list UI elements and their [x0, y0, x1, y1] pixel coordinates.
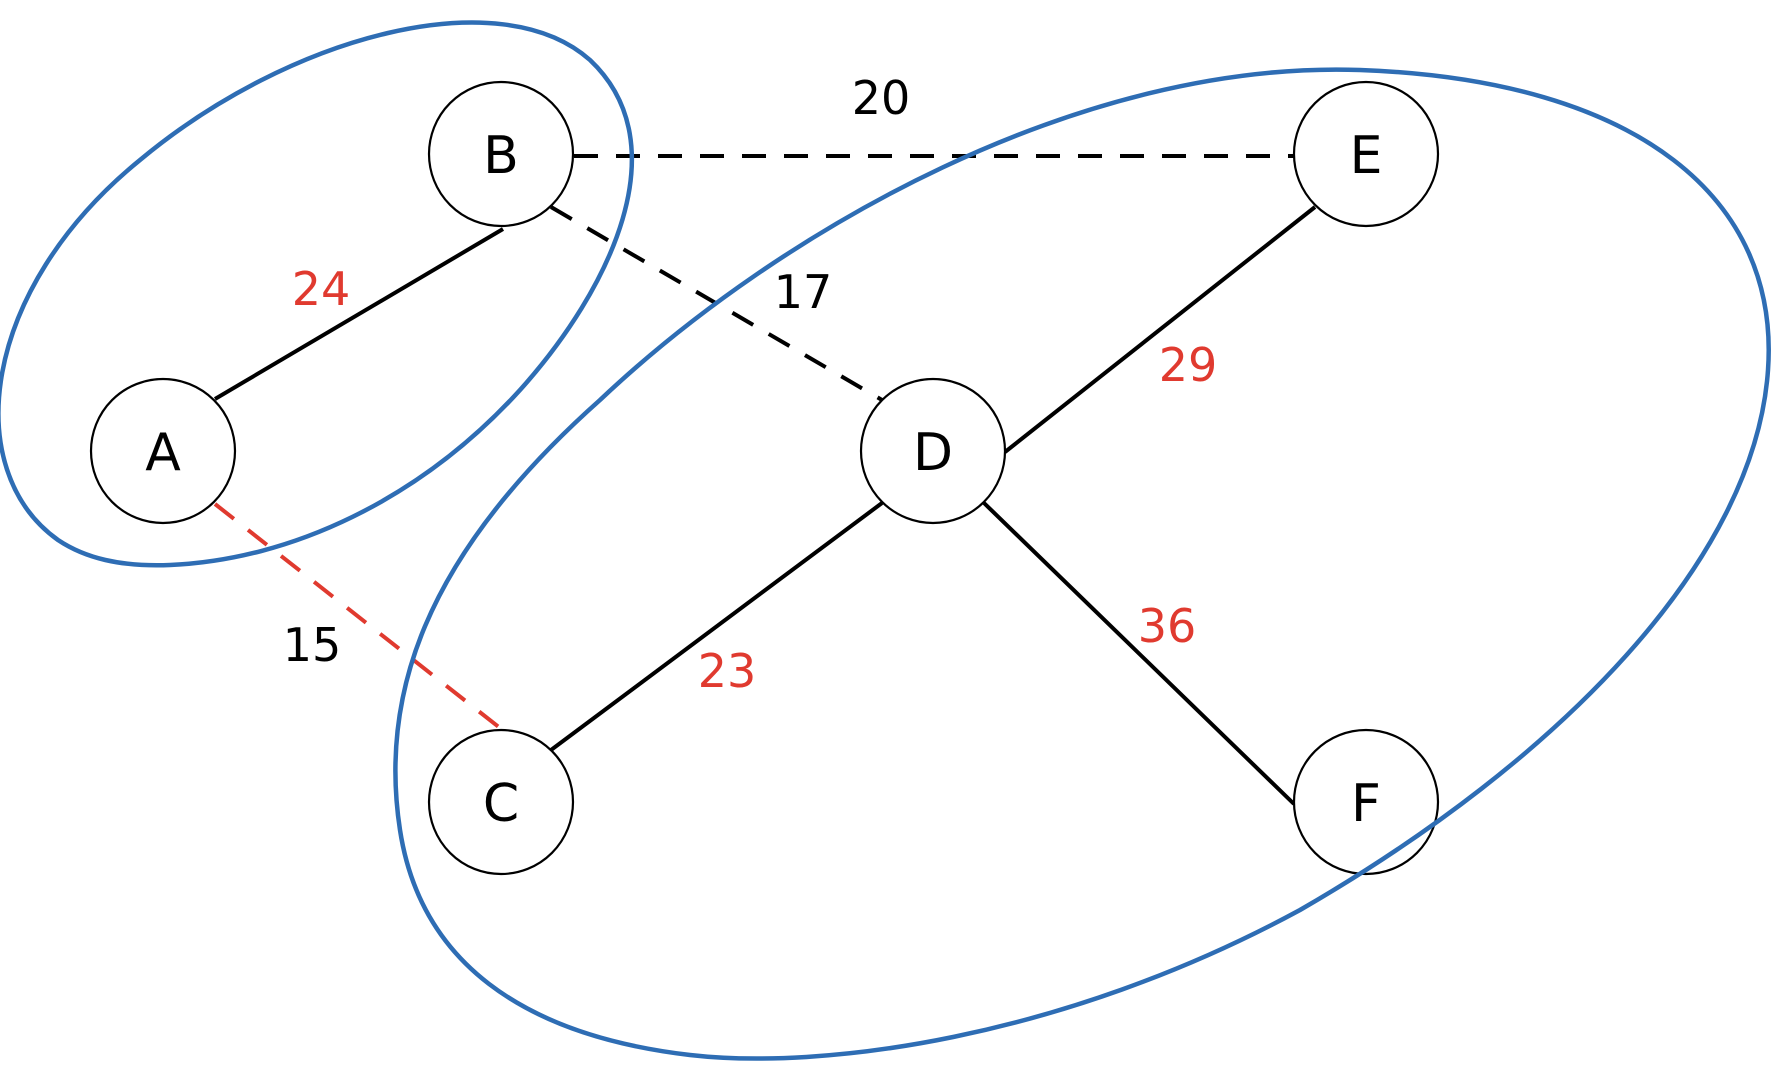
node-f: F: [1292, 728, 1440, 876]
edge-weight-a-b: 24: [292, 262, 351, 316]
node-e: E: [1292, 80, 1440, 228]
node-circle-d: [859, 377, 1007, 525]
node-label-b: B: [483, 126, 519, 186]
edge-c-d: [549, 501, 884, 752]
edge-a-c: [213, 502, 502, 730]
node-circle-a: [89, 377, 237, 525]
edge-d-e: [1003, 205, 1317, 454]
edges-layer: [213, 154, 1317, 806]
node-a: A: [89, 377, 237, 525]
cluster-AB-outline: [0, 20, 635, 568]
node-d: D: [859, 377, 1007, 525]
node-b: B: [427, 80, 575, 228]
edge-weight-a-c: 15: [283, 618, 342, 672]
edge-weight-b-e: 20: [852, 71, 911, 125]
node-label-c: C: [483, 774, 519, 834]
edge-weight-b-d: 17: [774, 265, 833, 319]
edge-d-f: [982, 501, 1296, 806]
weight-labels-layer: 24 20 17 15 23 29 36: [283, 71, 1218, 698]
node-label-e: E: [1350, 126, 1383, 186]
cluster-CDEF-outline: [393, 67, 1771, 1061]
node-c: C: [427, 728, 575, 876]
node-circle-b: [427, 80, 575, 228]
node-circle-c: [427, 728, 575, 876]
node-label-d: D: [913, 423, 953, 483]
node-circle-f: [1292, 728, 1440, 876]
node-circle-e: [1292, 80, 1440, 228]
node-label-f: F: [1351, 774, 1381, 834]
edge-weight-d-f: 36: [1138, 599, 1197, 653]
node-label-a: A: [145, 423, 181, 483]
nodes-layer: A B C D E F: [89, 80, 1440, 876]
edge-a-b: [213, 227, 505, 401]
edge-weight-d-e: 29: [1159, 338, 1218, 392]
edge-weight-c-d: 23: [698, 644, 757, 698]
